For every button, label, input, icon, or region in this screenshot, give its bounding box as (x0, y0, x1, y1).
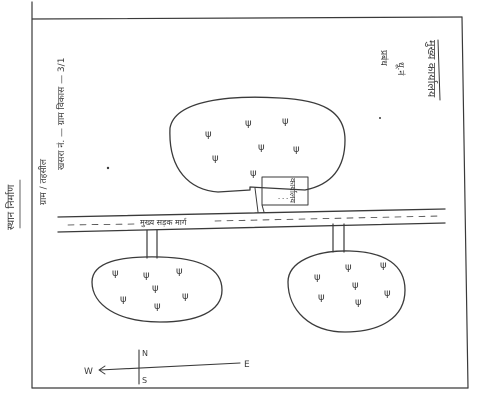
tree-symbol: ψ (345, 262, 352, 273)
tree-symbol: ψ (355, 297, 362, 308)
tree-symbol: ψ (154, 301, 161, 312)
tree-symbol: ψ (182, 291, 189, 302)
road-label: मुख्य सड़क मार्ग (140, 217, 187, 228)
tree-symbol: ψ (143, 270, 150, 281)
building-marks: - - - (278, 195, 288, 202)
building-path-left (254, 187, 259, 213)
tree-symbol: ψ (258, 142, 265, 153)
tree-symbol: ψ (384, 288, 391, 299)
compass-east: E (244, 360, 250, 370)
tree-symbol: ψ (205, 129, 212, 140)
building-label: कार्यालय (288, 178, 298, 203)
left-label-2: ग्राम / तहसील (37, 158, 49, 205)
dot-mark (106, 166, 110, 170)
main-road: मुख्य सड़क मार्ग (57, 208, 446, 233)
building-path-right (261, 204, 265, 213)
compass: W E N S (84, 349, 250, 385)
left-label-3: खसरा नं. — ग्राम विकास — 3/1 (55, 58, 67, 170)
tree-symbol: ψ (120, 294, 127, 305)
tree-symbol: ψ (245, 118, 252, 129)
tree-symbol: ψ (212, 153, 219, 164)
tree-symbol: ψ (314, 272, 321, 283)
compass-axis-horizontal (99, 362, 241, 371)
building-outline (261, 176, 309, 206)
tree-symbol: ψ (380, 260, 387, 271)
compass-south: S (142, 376, 147, 385)
road-centerline (214, 215, 441, 222)
tree-symbol: ψ (352, 280, 359, 291)
title-underline (437, 39, 441, 101)
compass-west: W (84, 367, 93, 377)
tree-symbol: ψ (152, 283, 159, 294)
orchard-top-boundary (169, 96, 346, 193)
compass-north: N (142, 349, 148, 358)
left-label-1: स्थान निर्माण (5, 184, 17, 230)
title-block: मुख्य कार्यालय धू.नं प्रबंध (378, 39, 441, 101)
tree-symbol: ψ (318, 292, 325, 303)
title-sub-1: धू.नं (395, 62, 406, 76)
road-centerline (67, 223, 136, 226)
tree-symbol: ψ (112, 268, 119, 279)
title-vertical: मुख्य कार्यालय (425, 40, 438, 98)
office-building: कार्यालय - - - (261, 176, 309, 206)
frame-right-border (461, 16, 469, 389)
trees-top-orchard: ψ ψ ψ ψ ψ ψ ψ (205, 116, 300, 179)
orchard-bottom-left-boundary (91, 256, 223, 323)
trees-bottom-left-orchard: ψ ψ ψ ψ ψ ψ ψ (112, 266, 189, 312)
dot-mark (379, 117, 381, 119)
orchard-bottom-right-boundary (287, 250, 406, 333)
road-edge-top (57, 208, 446, 218)
frame-top-border (31, 16, 463, 20)
tree-symbol: ψ (293, 144, 300, 155)
title-sub-2: प्रबंध (378, 50, 389, 66)
tree-symbol: ψ (176, 266, 183, 277)
tree-symbol: ψ (250, 168, 257, 179)
compass-arrow-icon (98, 365, 106, 375)
tree-symbol: ψ (282, 116, 289, 127)
trees-bottom-right-orchard: ψ ψ ψ ψ ψ ψ ψ (314, 260, 391, 308)
road-edge-bottom (57, 222, 446, 233)
